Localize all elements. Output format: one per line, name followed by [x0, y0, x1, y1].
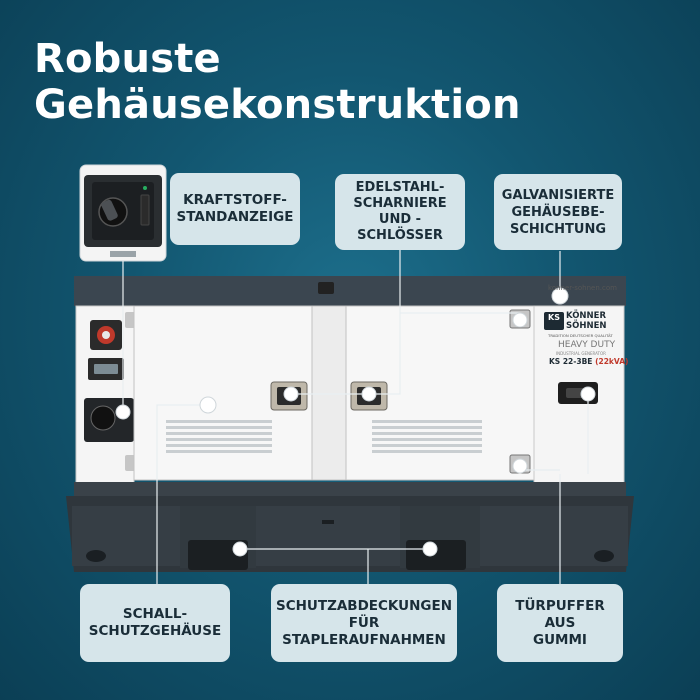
- callout-door-buffer: TÜRPUFFER AUS GUMMI: [497, 584, 623, 662]
- model-number: KS 22-3BE: [549, 357, 593, 366]
- callout-forklift-covers: SCHUTZABDECKUNGEN FÜR STAPLERAUFNAHMEN: [271, 584, 457, 662]
- brand-line-1: KÖNNER: [566, 311, 607, 321]
- callout-coating-line-1: GALVANISIERTE: [501, 187, 615, 203]
- model-label: KS 22-3BE (22kVA): [549, 357, 628, 366]
- title-line-2: Gehäusekonstruktion: [34, 82, 521, 128]
- callout-hinges-line-3: UND -: [378, 212, 422, 227]
- lifting-eye: [318, 282, 334, 294]
- callout-hinges-line-4: SCHLÖSSER: [357, 228, 443, 243]
- brand-line-2: SÖHNEN: [566, 321, 607, 331]
- callout-hinges: EDELSTAHL- SCHARNIERE UND - SCHLÖSSER: [335, 174, 465, 250]
- brand-logo-icon: KS: [548, 313, 560, 322]
- callout-sound-housing: SCHALL- SCHUTZGEHÄUSE: [80, 584, 230, 662]
- left-panel: [75, 305, 147, 487]
- callout-coating: GALVANISIERTE GEHÄUSEBE- SCHICHTUNG: [494, 174, 622, 250]
- marker-dots: [115, 287, 596, 557]
- website-label: konner-sohnen.com: [548, 284, 617, 292]
- roof-frame: [74, 276, 626, 306]
- callout-housing-line-2: SCHUTZGEHÄUSE: [88, 623, 222, 639]
- power-rating: (22kVA): [595, 357, 629, 366]
- callout-coating-line-2: GEHÄUSEBE-: [511, 204, 605, 220]
- brand-tagline: TRADITION DEUTSCHER QUALITÄT: [548, 333, 613, 338]
- callout-buffer-line-1: TÜRPUFFER: [515, 597, 605, 614]
- callout-fuel-gauge: KRAFTSTOFF- STANDANZEIGE: [170, 173, 300, 245]
- series-label: HEAVY DUTY: [558, 340, 616, 350]
- center-pillar: [311, 305, 347, 481]
- callout-fuel-line-2: STANDANZEIGE: [176, 209, 294, 225]
- brand-panel: [533, 305, 625, 487]
- callout-hinges-line-2: SCHARNIERE: [353, 196, 447, 211]
- page-title: Robuste Gehäusekonstruktion: [34, 36, 521, 128]
- left-door: [133, 305, 313, 481]
- fuel-gauge-inset: [79, 164, 167, 262]
- callout-forklift-line-3: STAPLERAUFNAHMEN: [282, 631, 446, 648]
- callout-hinges-line-1: EDELSTAHL-: [355, 180, 445, 195]
- brand-name: KÖNNER SÖHNEN: [566, 311, 607, 331]
- series-sub-label: INDUSTRIAL GENERATOR: [556, 351, 606, 356]
- base-frame: [66, 482, 634, 572]
- title-line-1: Robuste: [34, 36, 221, 82]
- callout-fuel-line-1: KRAFTSTOFF-: [183, 192, 287, 208]
- callout-buffer-line-3: GUMMI: [533, 631, 587, 648]
- connector-lines: [122, 250, 589, 584]
- callout-coating-line-3: SCHICHTUNG: [509, 221, 606, 237]
- callout-housing-line-1: SCHALL-: [122, 606, 188, 622]
- callout-buffer-line-2: AUS: [544, 614, 576, 631]
- callout-forklift-line-2: FÜR: [348, 614, 380, 631]
- callout-forklift-line-1: SCHUTZABDECKUNGEN: [275, 597, 453, 614]
